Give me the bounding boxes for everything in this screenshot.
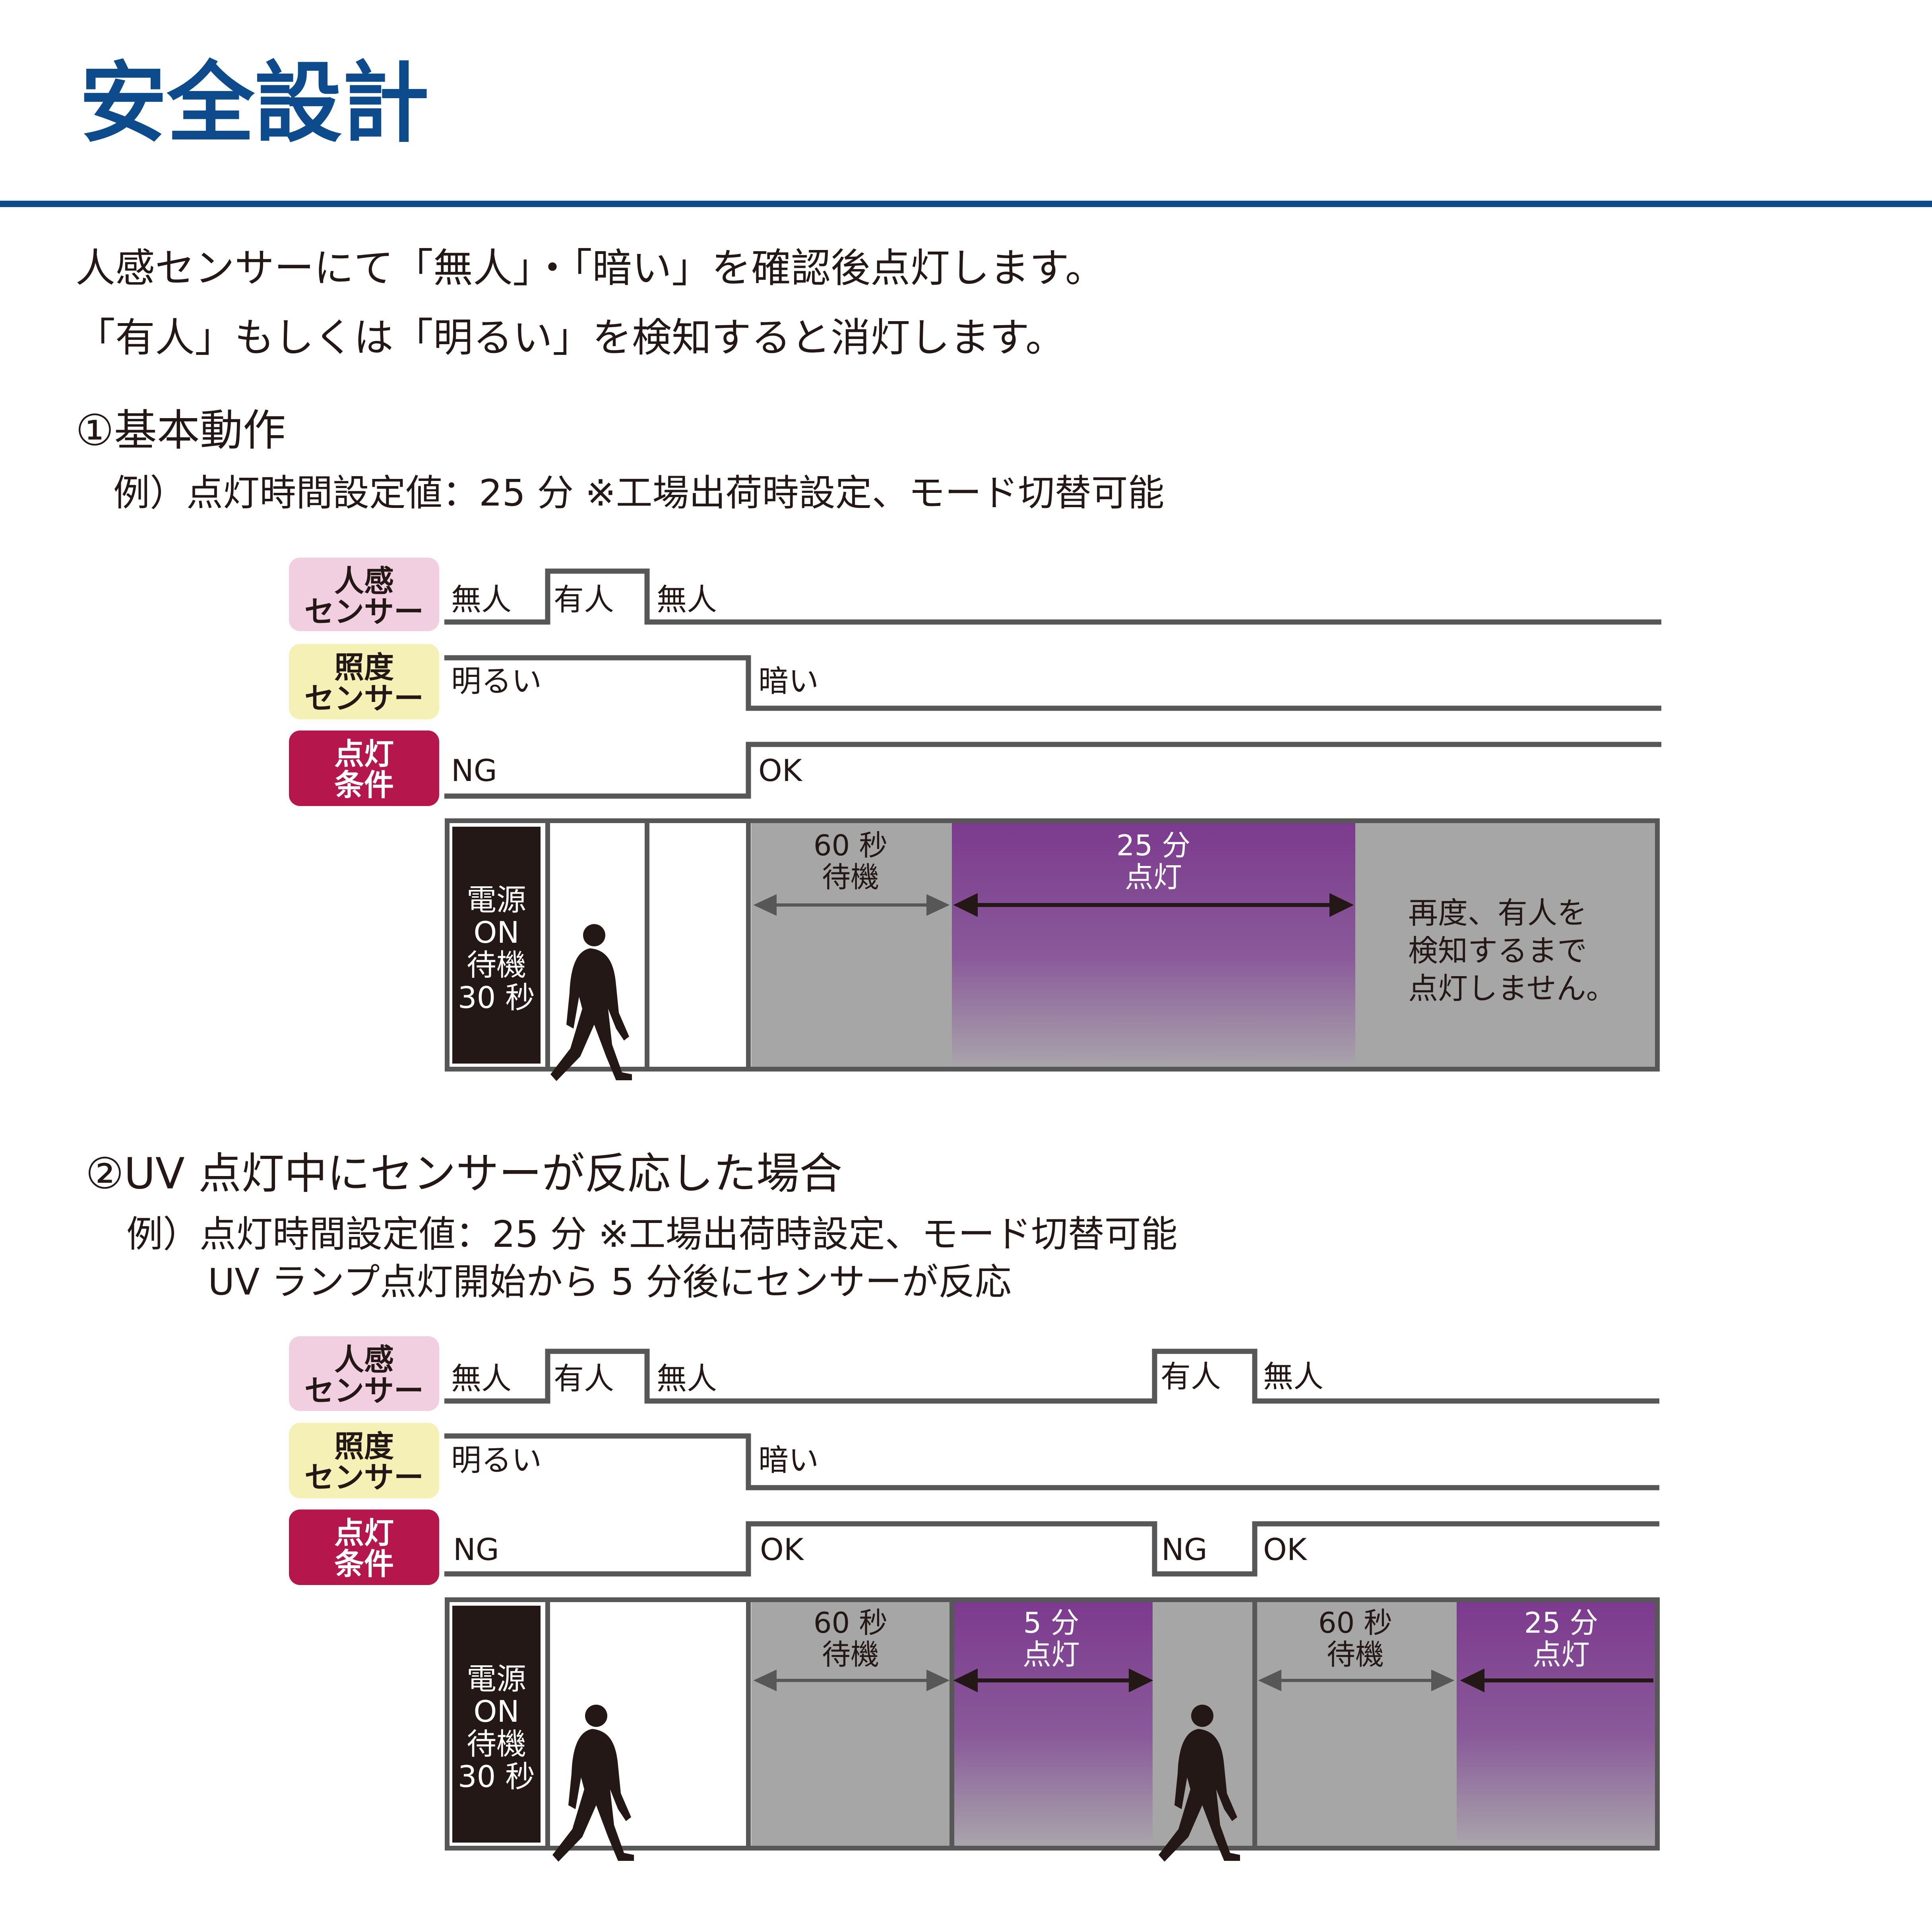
uv-2-2-text-1: 25 分 [1524,1606,1599,1639]
human-sensor-label-line1: 人感 [334,564,394,599]
condition-label-line2: 条件 [334,767,394,802]
standby-panel [452,827,541,1064]
condition-state-2-3: NG [1161,1532,1207,1567]
uv-2-1-text-2: 点灯 [1023,1638,1080,1671]
standby-2-text-1: 電源 [467,1661,526,1696]
light-sensor-label-box [289,644,439,719]
intro-line-1: 人感センサーにて「無人」・「暗い」を確認後点灯します。 [76,245,1105,291]
wait-text-2: 待機 [822,860,879,894]
human-state-1: 無人 [451,582,512,617]
wait-text-1: 60 秒 [814,829,888,862]
uv-2-1-text-1: 5 分 [1023,1606,1079,1639]
human-state-2-5: 無人 [1263,1359,1324,1394]
human-state-2-3: 無人 [657,1361,717,1396]
section-1-example: 例）点灯時間設定値：25 分 ※工場出荷時設定、モード切替可能 [113,472,1165,514]
wait-panel [751,823,952,1067]
standby-text-2: ON [473,915,519,950]
light-sensor-signal-2 [444,1433,1659,1490]
human-sensor-label-box-2 [289,1336,439,1411]
condition-state-2-1: NG [453,1532,499,1567]
condition-signal-2 [444,1521,1659,1577]
uv-text-1: 25 分 [1116,829,1191,862]
human-state-3: 無人 [657,582,717,617]
condition-state-2-4: OK [1263,1532,1308,1567]
condition-state-2-2: OK [760,1532,804,1567]
wait-2-1-text-1: 60 秒 [814,1606,888,1639]
human-sensor-signal-2 [444,1349,1659,1404]
condition-label-2-line2: 条件 [334,1546,394,1581]
standby-text-1: 電源 [467,882,526,917]
human-state-2-4: 有人 [1161,1359,1221,1394]
note-text-2: 検知するまで [1408,933,1587,968]
condition-label-line1: 点灯 [334,736,394,771]
human-sensor-label-2-line2: センサー [304,1373,424,1408]
light-sensor-label-2-line1: 照度 [334,1429,394,1464]
wait-2-2-text-2: 待機 [1327,1638,1384,1671]
wait-panel-2-2 [1256,1602,1457,1846]
no-relight-panel [1355,823,1657,1067]
human-state-2-2: 有人 [554,1361,614,1396]
human-sensor-label-line2: センサー [304,594,424,629]
uv-text-2: 点灯 [1125,860,1182,894]
section-2-heading: ②UV 点灯中にセンサーが反応した場合 [85,1149,843,1199]
standby-text-3: 待機 [467,948,526,982]
light-state-2: 暗い [758,663,819,699]
human-sensor-signal [444,568,1661,625]
uv-2-2-text-2: 点灯 [1533,1638,1590,1671]
section-2-example-line-1: 例）点灯時間設定値：25 分 ※工場出荷時設定、モード切替可能 [126,1213,1178,1256]
light-sensor-label-line1: 照度 [334,650,394,685]
standby-2-text-2: ON [473,1694,519,1729]
timeline-frame-2 [445,1597,1660,1851]
note-text-3: 点灯しません。 [1408,971,1616,1006]
standby-panel-2 [452,1606,541,1843]
condition-label-2-line1: 点灯 [334,1515,394,1550]
uv-on-panel [952,823,1355,1067]
title-rule [0,201,1932,207]
note-text-1: 再度、有人を [1408,895,1587,930]
wait-panel-2-1 [751,1602,952,1846]
timeline-frame [445,818,1660,1072]
human-state-2: 有人 [554,582,614,617]
light-sensor-signal [444,655,1661,711]
light-state-2-2: 暗い [758,1442,819,1478]
condition-state-2: OK [758,753,803,788]
human-sensor-label-2-line1: 人感 [334,1342,394,1377]
condition-state-1: NG [451,753,497,788]
intro-line-2: 「有人」もしくは「明るい」を検知すると消灯します。 [76,314,1065,361]
standby-2-text-3: 待機 [467,1727,526,1761]
human-state-2-1: 無人 [451,1361,512,1396]
uv-on-panel-2-2 [1457,1602,1657,1846]
standby-text-4: 30 秒 [458,980,535,1015]
wait-2-2-text-1: 60 秒 [1318,1606,1393,1639]
wait-2-1-text-2: 待機 [822,1638,879,1671]
standby-2-text-4: 30 秒 [458,1759,535,1794]
page-title: 安全設計 [79,52,430,154]
condition-label-box-2 [289,1510,439,1585]
condition-signal [444,742,1661,799]
timing-diagram-reaction: 人感 センサー 照度 センサー 点灯 条件 無人 有人 無人 有人 無人 明るい… [289,1336,1660,1862]
light-state-1: 明るい [451,663,542,699]
human-sensor-label-box [289,558,439,631]
section-2-example-line-2: UV ランプ点灯開始から 5 分後にセンサーが反応 [208,1261,1012,1303]
light-sensor-label-line2: センサー [304,681,424,716]
condition-label-box [289,731,439,806]
light-sensor-label-box-2 [289,1423,439,1498]
uv-on-panel-2-1 [952,1602,1153,1846]
light-state-2-1: 明るい [451,1442,542,1478]
section-1-heading: ①基本動作 [76,406,286,455]
light-sensor-label-2-line2: センサー [304,1460,424,1495]
